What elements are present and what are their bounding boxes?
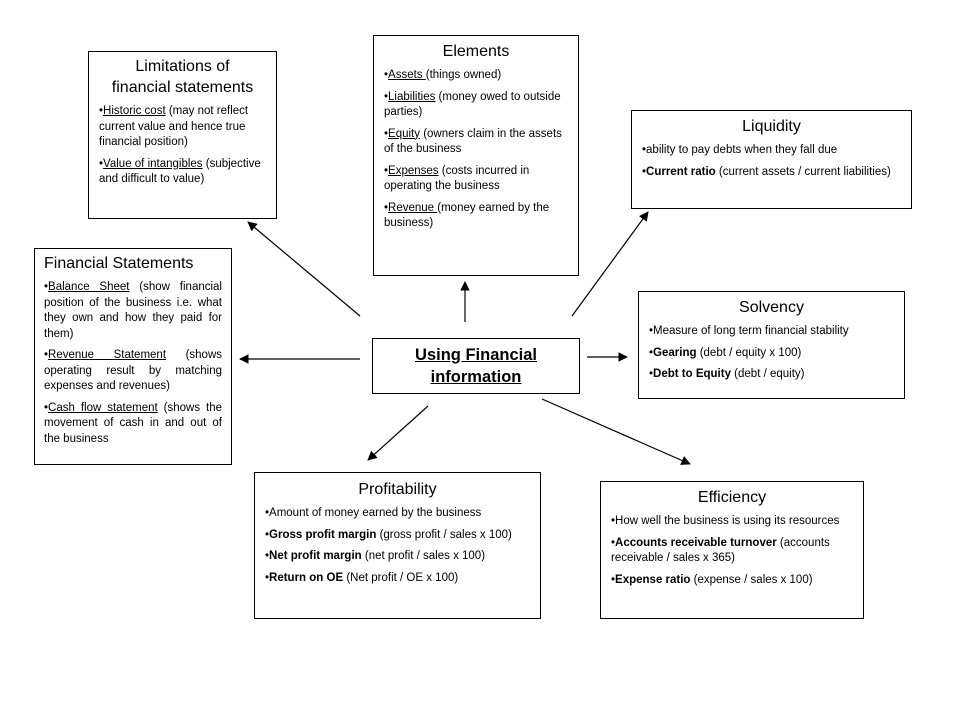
list-item: •Return on OE (Net profit / OE x 100) xyxy=(265,571,459,584)
efficiency-box: Efficiency •How well the business is usi… xyxy=(600,481,864,619)
list-item: •Amount of money earned by the business xyxy=(265,507,482,519)
list-item: •Expense ratio (expense / sales x 100) xyxy=(611,573,813,586)
list-item: •Expenses (costs incurred in operating t… xyxy=(384,164,530,193)
list-item: •Revenue (money earned by the business) xyxy=(384,201,550,230)
list-item: •Debt to Equity (debt / equity) xyxy=(649,368,805,380)
limitations-list: •Historic cost (may not reflect current … xyxy=(99,104,266,188)
list-item: •Liabilities (money owed to outside part… xyxy=(384,90,561,119)
solvency-title: Solvency xyxy=(739,299,804,316)
list-item: •Accounts receivable turnover (accounts … xyxy=(611,536,830,565)
list-item: •Current ratio (current assets / current… xyxy=(642,165,891,178)
list-item: •Gross profit margin (gross profit / sal… xyxy=(265,528,512,541)
list-item: •Balance Sheet (show financial position … xyxy=(44,281,222,340)
list-item: •Revenue Statement (shows operating resu… xyxy=(44,349,222,392)
list-item: •Net profit margin (net profit / sales x… xyxy=(265,550,486,562)
center-box: Using Financial information xyxy=(372,338,580,394)
efficiency-title: Efficiency xyxy=(697,489,767,506)
arrow-to-limitations xyxy=(247,221,361,317)
list-item: •Assets (things owned) xyxy=(384,69,502,81)
arrow-to-liquidity xyxy=(571,211,649,317)
list-item: •Equity (owners claim in the assets of t… xyxy=(384,127,562,156)
financial-statements-box: Financial Statements •Balance Sheet (sho… xyxy=(34,248,232,465)
limitations-box: Limitations of financial statements •His… xyxy=(88,51,277,219)
list-item: •Measure of long term financial stabilit… xyxy=(649,325,849,337)
arrow-to-efficiency xyxy=(541,398,691,465)
list-item: •Value of intangibles (subjective and di… xyxy=(99,157,261,186)
financial-statements-list: •Balance Sheet (show financial position … xyxy=(44,280,222,447)
limitations-title: Limitations of financial statements xyxy=(111,58,254,96)
elements-title: Elements xyxy=(442,43,510,60)
solvency-list: •Measure of long term financial stabilit… xyxy=(649,324,894,383)
arrow-to-profitability xyxy=(367,405,429,461)
list-item: •Gearing (debt / equity x 100) xyxy=(649,346,802,359)
financial-statements-title: Financial Statements xyxy=(44,255,194,272)
liquidity-box: Liquidity •ability to pay debts when the… xyxy=(631,110,912,209)
efficiency-list: •How well the business is using its reso… xyxy=(611,514,853,588)
elements-box: Elements •Assets (things owned) •Liabili… xyxy=(373,35,579,276)
list-item: •Historic cost (may not reflect current … xyxy=(99,105,249,148)
profitability-list: •Amount of money earned by the business … xyxy=(265,506,530,586)
elements-list: •Assets (things owned) •Liabilities (mon… xyxy=(384,68,568,232)
solvency-box: Solvency •Measure of long term financial… xyxy=(638,291,905,399)
list-item: •How well the business is using its reso… xyxy=(611,515,840,527)
profitability-title: Profitability xyxy=(358,481,437,498)
liquidity-title: Liquidity xyxy=(742,118,801,135)
liquidity-list: •ability to pay debts when they fall due… xyxy=(642,143,901,180)
list-item: •ability to pay debts when they fall due xyxy=(642,144,838,156)
center-title-line2: information xyxy=(430,368,522,386)
center-title-line1: Using Financial xyxy=(415,346,537,364)
profitability-box: Profitability •Amount of money earned by… xyxy=(254,472,541,619)
list-item: •Cash flow statement (shows the movement… xyxy=(44,401,222,445)
